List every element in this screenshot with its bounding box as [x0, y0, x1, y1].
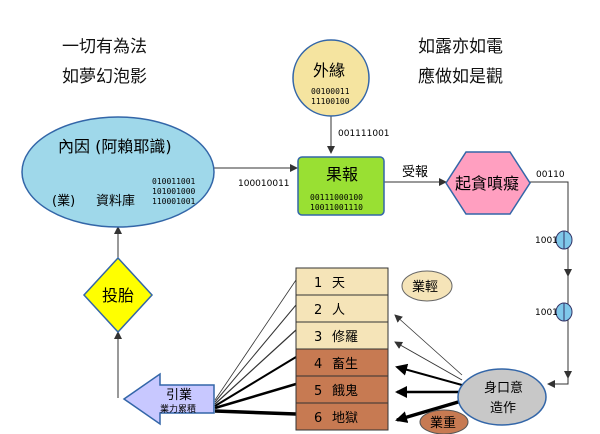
- realm-num-2: 2: [314, 303, 322, 318]
- realms-table: 1 天 2 人 3 修羅 4 畜生 5 餓鬼 6 地獄: [295, 267, 389, 431]
- karma-arrow: [122, 372, 215, 426]
- realm-name-2: 人: [332, 303, 345, 318]
- valve2-binary-label: 1001: [535, 308, 558, 318]
- heavy-karma-badge: [419, 409, 469, 434]
- result-title: 果報: [326, 165, 358, 184]
- verse-left-line1: 一切有為法: [62, 37, 147, 57]
- realm-link-2: [214, 304, 297, 403]
- light-karma-label: 業輕: [412, 279, 438, 295]
- action-arrow-realm-3: [394, 341, 463, 381]
- cause-store: 資料庫: [96, 194, 135, 209]
- cause-bin-1: 010011001: [152, 177, 196, 186]
- afflictions-node: [445, 151, 531, 215]
- realm-row-3: [295, 321, 389, 350]
- cause-node: [21, 116, 215, 228]
- verse-right-line2: 應做如是觀: [418, 66, 503, 87]
- external-title: 外緣: [313, 61, 345, 80]
- action-arrow-realm-4: [395, 363, 463, 386]
- cause-bin-2: 101001000: [152, 187, 196, 196]
- realm-link-1: [214, 279, 297, 401]
- result-bin-2: 10011001110: [310, 203, 363, 212]
- realm-row-6: [295, 402, 389, 431]
- karma-line1: 引業: [166, 387, 192, 403]
- afflictions-binary-label: 00110: [536, 170, 565, 180]
- realm-num-6: 6: [314, 411, 322, 426]
- external-node: [292, 39, 370, 117]
- realm-link-3: [214, 329, 297, 405]
- light-karma-badge: [401, 270, 453, 302]
- verse-left-line2: 如夢幻泡影: [62, 67, 147, 87]
- karma-line2: 業力累積: [160, 403, 196, 415]
- realm-name-1: 天: [332, 276, 345, 291]
- rebirth-node: [82, 256, 154, 334]
- realm-link-6: [214, 409, 297, 416]
- valve1-binary-label: 1001: [535, 236, 558, 246]
- realm-name-4: 畜生: [332, 356, 358, 372]
- afflictions-title: 起貪嗔癡: [455, 174, 519, 193]
- arrow-afflictions-to-actions: [527, 181, 569, 388]
- external-binary-label: 001111001: [338, 129, 390, 139]
- realm-num-1: 1: [314, 276, 322, 291]
- result-bin-1: 00111000100: [310, 193, 363, 202]
- external-bin-2: 11100100: [311, 97, 350, 106]
- receive-label: 受報: [402, 165, 428, 180]
- realm-row-4: [295, 348, 389, 377]
- realm-link-5: [214, 382, 297, 410]
- verse-right-line1: 如露亦如電: [418, 37, 503, 57]
- cause-title: 內因 (阿賴耶識): [58, 137, 172, 156]
- realm-num-3: 3: [314, 330, 322, 345]
- action-arrow-realm-6: [395, 398, 466, 423]
- cause-tag: (業): [52, 193, 75, 209]
- cause-binary-label: 100010011: [238, 179, 290, 189]
- actions-line1: 身口意: [484, 380, 523, 396]
- realm-row-2: [295, 294, 389, 323]
- cause-bin-3: 110001001: [152, 197, 196, 206]
- action-arrow-realm-2: [394, 314, 463, 376]
- realm-name-6: 地獄: [332, 411, 358, 426]
- realm-name-5: 餓鬼: [332, 383, 358, 399]
- heavy-karma-label: 業重: [430, 415, 456, 431]
- realm-num-4: 4: [314, 357, 322, 372]
- actions-node: [457, 368, 547, 426]
- realm-num-5: 5: [314, 384, 322, 399]
- realm-name-3: 修羅: [332, 330, 358, 345]
- realm-link-4: [214, 356, 297, 407]
- external-bin-1: 00100011: [311, 87, 350, 96]
- result-node: [297, 156, 385, 216]
- actions-line2: 造作: [490, 401, 516, 416]
- rebirth-title: 投胎: [102, 286, 134, 305]
